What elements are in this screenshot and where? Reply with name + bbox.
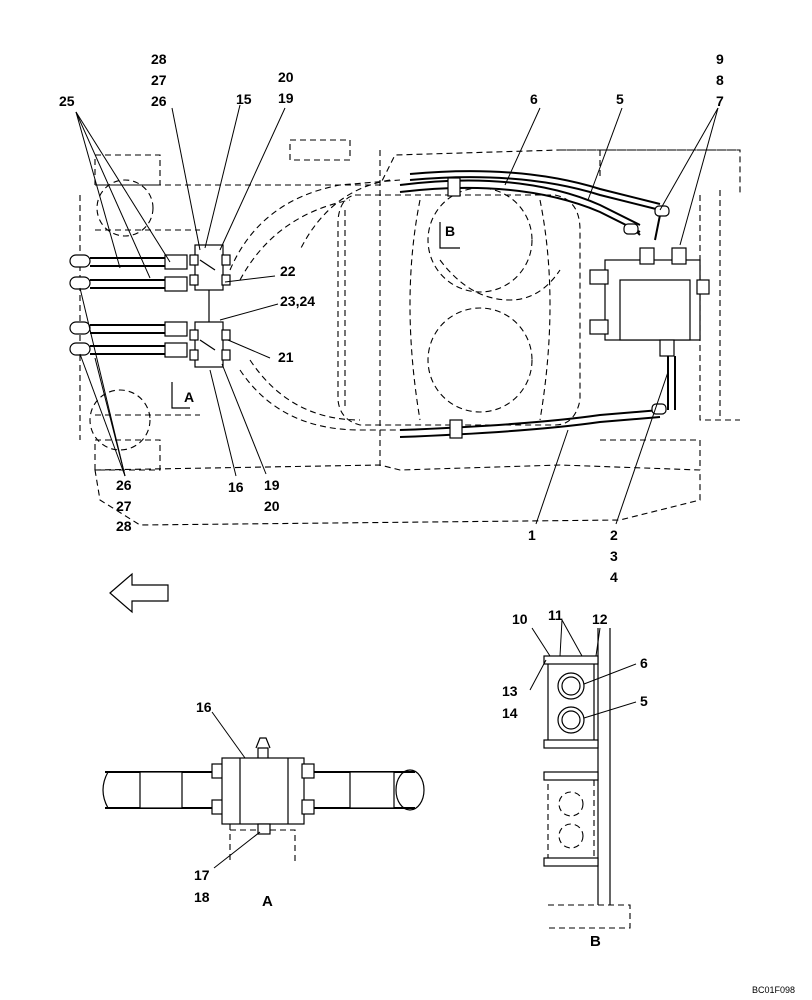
leader-lines [75, 104, 719, 869]
wheels [89, 179, 154, 451]
callout-16-main: 16 [228, 479, 244, 495]
section-mark-a: A [171, 382, 194, 409]
callout-20-bottom: 20 [264, 498, 280, 514]
callout-3: 3 [610, 548, 618, 564]
callout-28-bottom: 28 [116, 518, 132, 534]
callout-11: 11 [548, 607, 563, 623]
callout-10: 10 [512, 611, 528, 627]
callout-23-24: 23,24 [280, 293, 315, 309]
section-mark-b-label: B [445, 223, 455, 239]
callout-21: 21 [278, 349, 294, 365]
view-caption-b: B [590, 933, 601, 950]
callout-19-top: 19 [278, 90, 294, 106]
center-housing [337, 187, 581, 426]
callout-4: 4 [610, 569, 618, 585]
machine-frame [79, 139, 741, 526]
callout-27-top: 27 [151, 72, 167, 88]
view-caption-a: A [262, 893, 273, 910]
callout-20-top: 20 [278, 69, 294, 85]
callout-7: 7 [716, 93, 724, 109]
callout-15: 15 [236, 91, 252, 107]
callout-2: 2 [610, 527, 618, 543]
hose-5 [399, 179, 641, 233]
callout-5-detail: 5 [640, 693, 648, 709]
swivel-block-lower [189, 290, 231, 368]
callout-22: 22 [280, 263, 296, 279]
callout-labels: 28 27 26 15 20 19 25 6 5 9 8 7 22 23,24 … [59, 51, 724, 905]
callout-18: 18 [194, 889, 210, 905]
control-valve [589, 205, 710, 415]
callout-6: 6 [530, 91, 538, 107]
frame-loops [229, 179, 401, 431]
callout-5: 5 [616, 91, 624, 107]
callout-1: 1 [528, 527, 536, 543]
detail-view-b [543, 628, 631, 929]
callout-26-top: 26 [151, 93, 167, 109]
detail-view-a [102, 737, 425, 862]
callout-9: 9 [716, 51, 724, 67]
left-hoses [69, 254, 188, 358]
callout-17: 17 [194, 867, 210, 883]
callout-28-top: 28 [151, 51, 167, 67]
callout-27-bottom: 27 [116, 498, 132, 514]
callout-6-detail: 6 [640, 655, 648, 671]
hose-6 [409, 170, 661, 211]
hose-1 [399, 409, 661, 438]
forward-arrow-icon [109, 572, 169, 614]
callout-25: 25 [59, 93, 75, 109]
callout-26-bottom: 26 [116, 477, 132, 493]
section-mark-b: B [439, 222, 460, 249]
callout-14: 14 [502, 705, 518, 721]
callout-16-detail: 16 [196, 699, 212, 715]
drawing-code: BC01F098 [752, 985, 795, 995]
callout-12: 12 [592, 611, 608, 627]
hose-clamps [447, 177, 463, 439]
swivel-block-upper [189, 244, 231, 291]
callout-8: 8 [716, 72, 724, 88]
callout-19-bottom: 19 [264, 477, 280, 493]
section-mark-a-label: A [184, 389, 194, 405]
callout-13: 13 [502, 683, 518, 699]
